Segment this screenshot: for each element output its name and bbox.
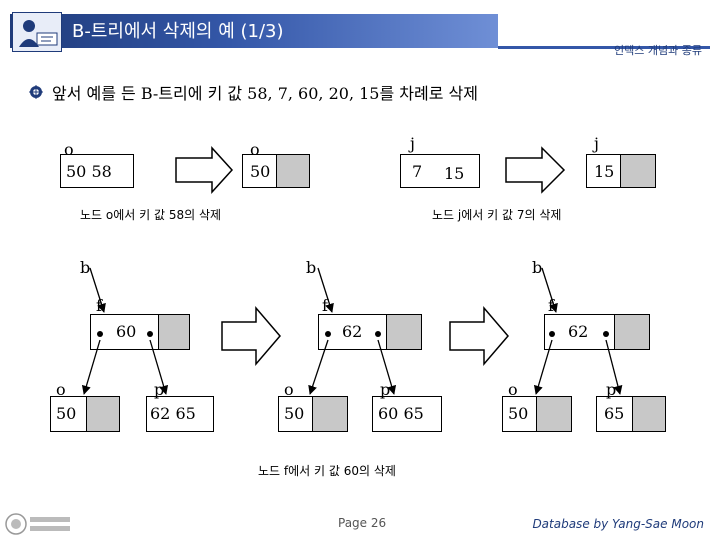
transform-arrow-2 xyxy=(505,146,566,194)
tree2-f-to-p xyxy=(377,339,397,395)
tree3-f-key: 62 xyxy=(568,322,589,341)
tree3-node-o-empty xyxy=(536,396,572,432)
tree1-b-to-f xyxy=(89,267,106,313)
transform-arrow-1 xyxy=(175,146,234,194)
tree2-f-key: 62 xyxy=(342,322,363,341)
node-j-label: j xyxy=(410,134,415,153)
tree2-o-key: 50 xyxy=(284,404,305,423)
transform-arrow-4 xyxy=(449,305,509,367)
tree3-b-to-f xyxy=(541,267,558,313)
tree3-o-key: 50 xyxy=(508,404,529,423)
node-o-before xyxy=(60,154,134,188)
node-o-keys: 50 58 xyxy=(66,162,112,181)
tree2-b-to-f xyxy=(317,267,334,313)
tree1-node-p xyxy=(146,396,214,432)
tree2-f-to-o xyxy=(308,339,329,395)
tree2-node-p xyxy=(372,396,442,432)
caption-delete-60: 노드 f에서 키 값 60의 삭제 xyxy=(258,464,396,478)
node-j-after-key: 15 xyxy=(594,162,615,181)
transform-arrow-3 xyxy=(221,305,281,367)
title-bar xyxy=(10,14,498,48)
tree3-label-o: o xyxy=(508,380,518,399)
tree1-node-o-empty xyxy=(86,396,120,432)
presenter-logo-icon xyxy=(12,12,62,52)
tree1-label-b: b xyxy=(80,258,91,277)
section-category: 인덱스 개념과 종류 xyxy=(614,44,702,57)
tree1-label-f: f xyxy=(96,296,102,315)
tree1-o-key: 50 xyxy=(56,404,77,423)
node-j-before xyxy=(400,154,480,188)
tree2-label-f: f xyxy=(322,296,328,315)
tree3-label-f: f xyxy=(548,296,554,315)
tree3-f-to-o xyxy=(533,339,553,395)
tree3-label-b: b xyxy=(532,258,543,277)
node-o-after-empty xyxy=(276,154,310,188)
tree3-node-p-empty xyxy=(632,396,666,432)
footer-credit: Database by Yang-Sae Moon xyxy=(532,517,704,531)
bullet-text: 앞서 예를 든 B-트리에 키 값 58, 7, 60, 20, 15를 차례로… xyxy=(52,84,478,103)
tree1-f-to-p xyxy=(149,339,169,395)
tree2-label-b: b xyxy=(306,258,317,277)
page-title: B-트리에서 삭제의 예 (1/3) xyxy=(72,21,284,42)
node-j-after-empty xyxy=(620,154,656,188)
tree2-node-f-empty xyxy=(386,314,422,350)
tree2-label-p: p xyxy=(380,380,391,399)
tree3-label-p: p xyxy=(606,380,617,399)
node-o-after-key: 50 xyxy=(250,162,271,181)
bullet-icon xyxy=(28,84,44,100)
tree2-p-keys: 60 65 xyxy=(378,404,424,423)
tree1-p-keys: 62 65 xyxy=(150,404,196,423)
tree3-p-keys: 65 xyxy=(604,404,625,423)
title-underline xyxy=(498,46,710,49)
node-o-label: o xyxy=(64,140,74,159)
tree1-f-key: 60 xyxy=(116,322,137,341)
node-o-after-label: o xyxy=(250,140,260,159)
tree3-f-to-p xyxy=(605,339,623,395)
node-j-key2: 15 xyxy=(444,164,465,183)
university-logo-icon xyxy=(4,512,74,536)
tree2-label-o: o xyxy=(284,380,294,399)
page-number: Page 26 xyxy=(338,516,387,530)
tree3-node-f-empty xyxy=(614,314,650,350)
caption-delete-58: 노드 o에서 키 값 58의 삭제 xyxy=(80,208,222,222)
tree2-node-o-empty xyxy=(312,396,348,432)
tree1-label-o: o xyxy=(56,380,66,399)
tree1-f-to-o xyxy=(81,339,101,395)
node-j-key1: 7 xyxy=(412,162,423,181)
caption-delete-7: 노드 j에서 키 값 7의 삭제 xyxy=(432,208,562,222)
node-j-after-label: j xyxy=(594,134,599,153)
tree1-node-f-empty xyxy=(158,314,190,350)
tree1-label-p: p xyxy=(154,380,165,399)
